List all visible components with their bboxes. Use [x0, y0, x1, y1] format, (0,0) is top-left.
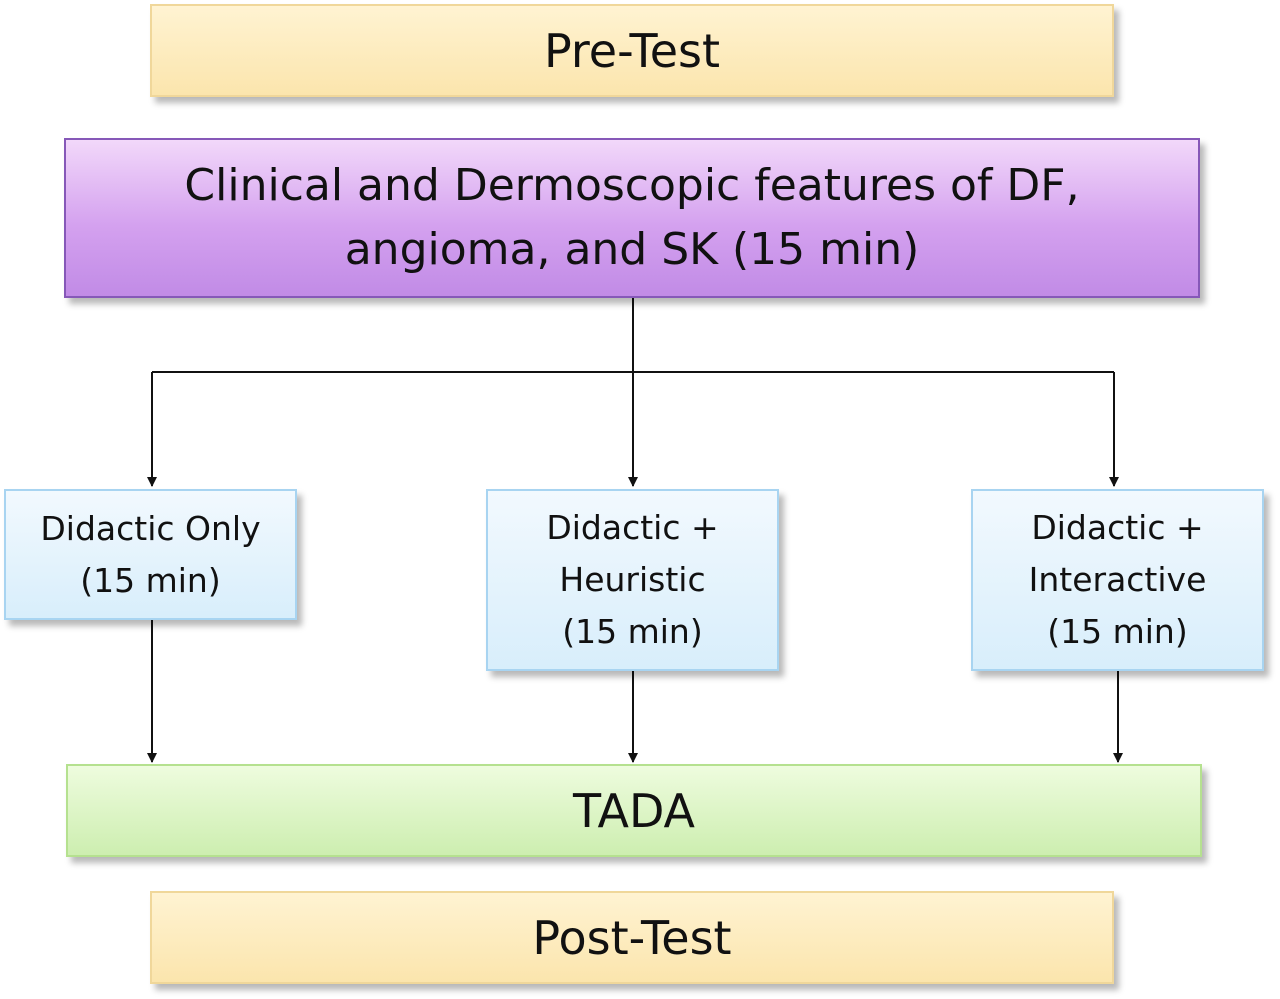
didactic-only-box: Didactic Only (15 min) — [4, 489, 297, 620]
post-test-box: Post-Test — [150, 891, 1114, 984]
post-test-label: Post-Test — [532, 910, 732, 965]
didactic-only-label: Didactic Only (15 min) — [40, 508, 261, 600]
clinical-features-box: Clinical and Dermoscopic features of DF,… — [64, 138, 1200, 298]
tada-box: TADA — [66, 764, 1202, 857]
didactic-heuristic-box: Didactic + Heuristic (15 min) — [486, 489, 779, 671]
tada-label: TADA — [572, 783, 696, 838]
didactic-interactive-label: Didactic + Interactive (15 min) — [1028, 508, 1207, 651]
didactic-interactive-box: Didactic + Interactive (15 min) — [971, 489, 1264, 671]
didactic-heuristic-label: Didactic + Heuristic (15 min) — [546, 508, 719, 651]
pre-test-box: Pre-Test — [150, 4, 1114, 97]
clinical-features-label: Clinical and Dermoscopic features of DF,… — [184, 160, 1080, 275]
pre-test-label: Pre-Test — [543, 23, 721, 78]
